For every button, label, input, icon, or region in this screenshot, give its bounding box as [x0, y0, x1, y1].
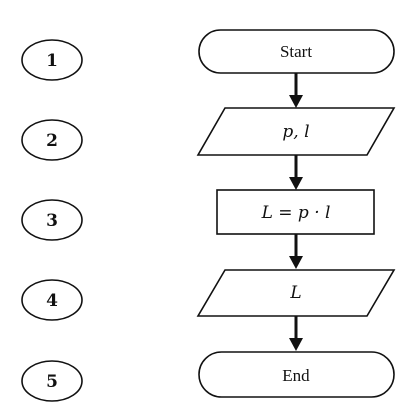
- arrow-2-3: [289, 155, 303, 190]
- arrow-head: [289, 95, 303, 108]
- step-number-3: 3: [21, 199, 83, 241]
- end-label: End: [282, 366, 310, 385]
- step-number-5: 5: [21, 360, 83, 402]
- input-parallelogram: p, l: [196, 107, 396, 156]
- terminator-shape: [198, 351, 395, 398]
- arrow-head: [289, 177, 303, 190]
- step-number-label: 2: [46, 131, 58, 151]
- process-shape: [216, 189, 375, 235]
- arrow-3-4: [289, 234, 303, 269]
- step-number-4: 4: [21, 279, 83, 321]
- step-circle: [21, 360, 83, 402]
- arrow-head: [289, 256, 303, 269]
- process-box: L = p · l: [216, 189, 375, 235]
- step-circle: [21, 279, 83, 321]
- io-shape: [196, 269, 396, 317]
- step-circle: [21, 119, 83, 161]
- step-number-label: 3: [46, 211, 58, 231]
- start-label: Start: [280, 42, 312, 61]
- step-circle: [21, 199, 83, 241]
- step-number-2: 2: [21, 119, 83, 161]
- step-circle: [21, 39, 83, 81]
- end-terminator: End: [198, 351, 395, 398]
- output-label: L: [289, 283, 301, 303]
- step-number-label: 1: [46, 51, 58, 71]
- output-parallelogram: L: [196, 269, 396, 317]
- arrow-head: [289, 338, 303, 351]
- arrow-4-5: [289, 316, 303, 351]
- input-label: p, l: [282, 122, 309, 142]
- step-number-label: 4: [46, 291, 58, 311]
- arrow-1-2: [289, 73, 303, 108]
- start-terminator: Start: [198, 29, 395, 74]
- io-shape: [196, 107, 396, 156]
- step-number-label: 5: [46, 372, 58, 392]
- step-number-1: 1: [21, 39, 83, 81]
- process-label: L = p · l: [261, 203, 331, 223]
